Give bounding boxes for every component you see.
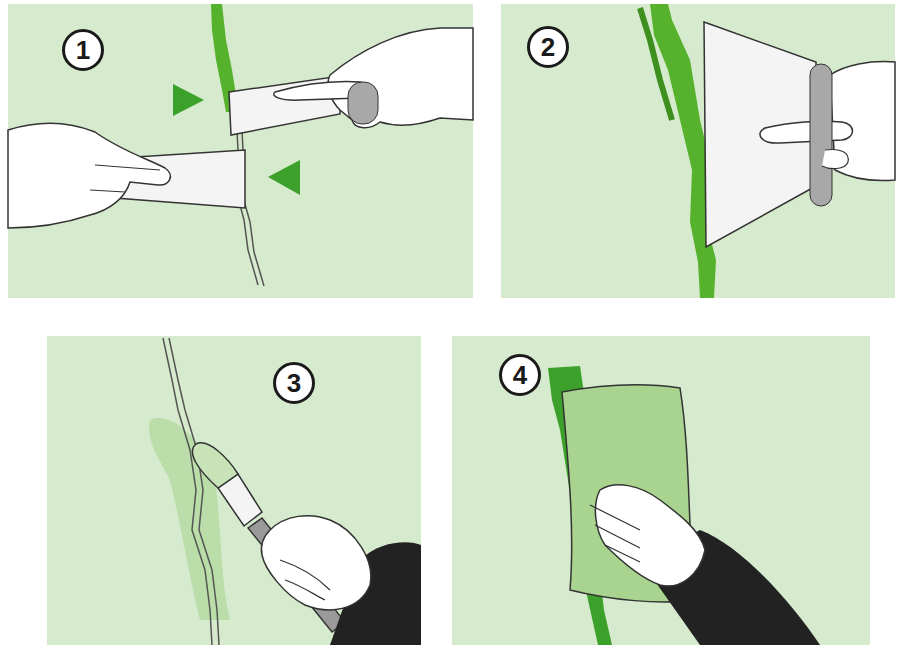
callout-number: 1 <box>62 29 104 71</box>
hand <box>595 485 705 586</box>
finger-line <box>590 505 640 562</box>
filled-crack <box>640 8 672 120</box>
finger <box>822 150 848 169</box>
finger-line <box>280 560 330 600</box>
hand <box>261 516 370 610</box>
hand <box>328 28 473 128</box>
panel <box>47 336 421 645</box>
panel <box>501 4 895 298</box>
callout-number: 3 <box>273 362 315 404</box>
brush-tip <box>192 443 238 488</box>
panel <box>8 4 473 298</box>
panel <box>452 336 870 645</box>
finger-line <box>90 165 160 192</box>
arrow-left <box>268 160 300 195</box>
handle <box>810 64 832 206</box>
callout-number: 4 <box>499 354 541 396</box>
arrow-right <box>173 84 204 116</box>
callout-number: 2 <box>527 26 569 68</box>
crack-line <box>163 338 219 645</box>
hand <box>8 123 170 228</box>
handle <box>348 82 378 124</box>
finger <box>760 121 853 143</box>
